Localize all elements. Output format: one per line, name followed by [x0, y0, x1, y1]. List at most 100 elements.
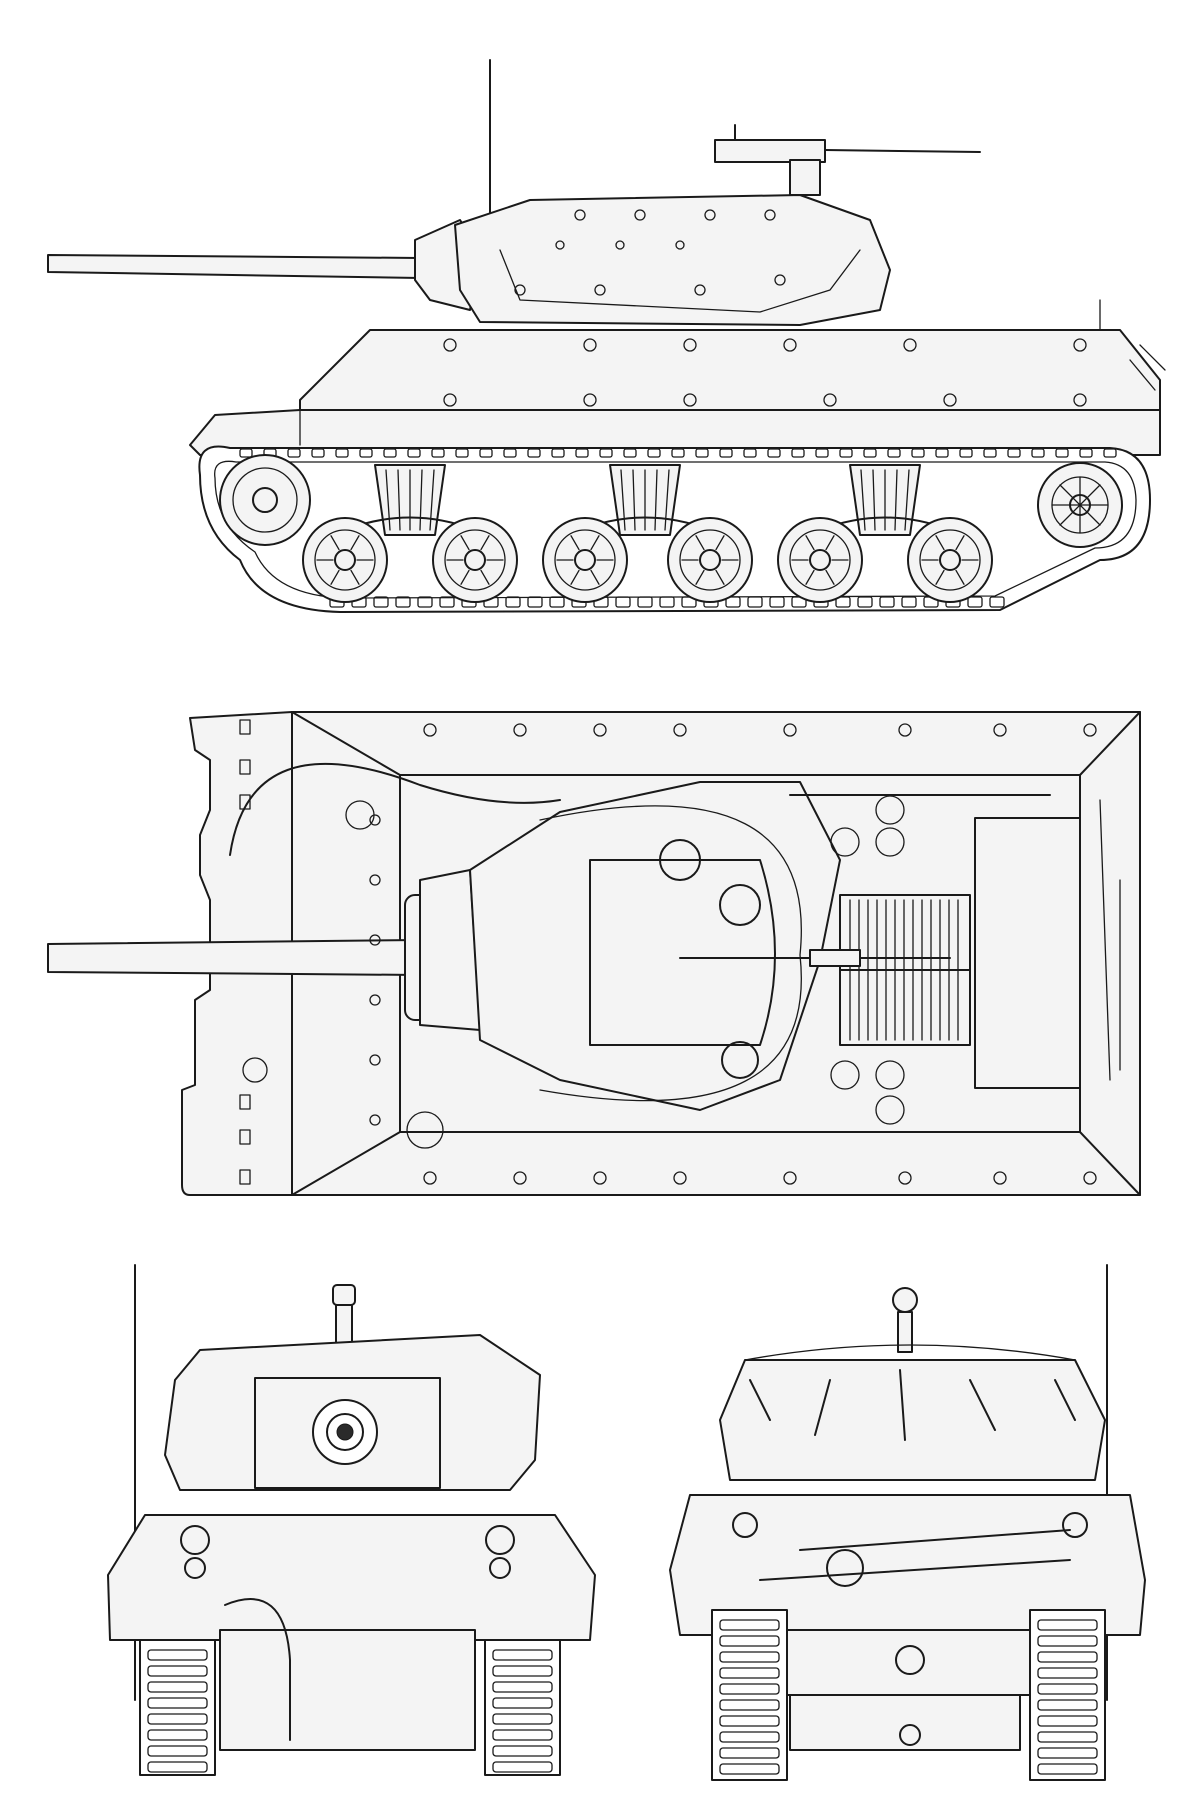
deck-bolt: [369, 814, 381, 826]
deck-bolt: [369, 1054, 381, 1066]
front-headlights: [180, 1525, 515, 1579]
front-cable: [224, 1598, 291, 1741]
track-link: [911, 448, 925, 458]
track-link: [983, 448, 997, 458]
track-link: [719, 1699, 780, 1711]
track-link: [1031, 448, 1045, 458]
deck-bolt: [993, 723, 1007, 737]
track-link: [637, 596, 653, 608]
track-link: [373, 596, 389, 608]
rear-tow-hook: [895, 1645, 925, 1675]
track-link: [615, 596, 631, 608]
track-link: [839, 448, 853, 458]
front-hull-glacis: [107, 1514, 596, 1641]
track-link: [287, 448, 301, 458]
track-link: [503, 448, 517, 458]
rear-deck-fittings: [345, 795, 905, 1149]
rear-track-left: [711, 1609, 788, 1781]
track-link: [439, 596, 455, 608]
road-wheel: [302, 517, 388, 603]
deck-bolt: [1083, 723, 1097, 737]
turret: [454, 194, 891, 326]
track-link: [863, 448, 877, 458]
track-link: [1037, 1731, 1098, 1743]
track-link: [1037, 1651, 1098, 1663]
track-link: [767, 448, 781, 458]
idler-wheel: [1037, 462, 1123, 548]
deck-bolt: [1083, 1171, 1097, 1185]
track-link: [695, 448, 709, 458]
track-link: [549, 596, 565, 608]
track-link: [1037, 1683, 1098, 1695]
deck-bolt: [369, 1114, 381, 1126]
turret-ring: [539, 805, 802, 1102]
track-link: [1079, 448, 1093, 458]
track-link: [725, 596, 741, 608]
track-link: [671, 448, 685, 458]
deck-bolt: [423, 1171, 437, 1185]
track-link: [647, 448, 661, 458]
hull-slope-edges: [291, 711, 1141, 1196]
track-link: [147, 1681, 208, 1693]
track-link: [815, 448, 829, 458]
track-link: [1037, 1715, 1098, 1727]
top-view: [47, 711, 1141, 1196]
machine-gun: [714, 124, 981, 196]
deck-bolt: [369, 874, 381, 886]
track-link: [747, 596, 763, 608]
gun-barrel: [47, 254, 421, 279]
gun-barrel-top: [47, 939, 421, 976]
track-link: [1037, 1619, 1098, 1631]
track-link: [417, 596, 433, 608]
track-link: [479, 448, 493, 458]
track-link: [492, 1697, 553, 1709]
track-link: [335, 448, 349, 458]
rear-track-links: [719, 1619, 1098, 1775]
turret-basket: [589, 859, 776, 1046]
track-link: [1007, 448, 1021, 458]
front-track-links: [147, 1649, 553, 1773]
rear-hull: [669, 1494, 1146, 1636]
rear-stowage: [1099, 799, 1121, 1081]
track-link: [492, 1729, 553, 1741]
road-wheels: [302, 517, 993, 603]
track-link: [901, 596, 917, 608]
road-wheel: [907, 517, 993, 603]
road-wheel: [667, 517, 753, 603]
deck-bolt: [593, 1171, 607, 1185]
track-link: [431, 448, 445, 458]
track-link: [719, 1731, 780, 1743]
deck-bolt: [369, 994, 381, 1006]
track-inner: [214, 460, 1137, 599]
track-link: [791, 448, 805, 458]
track-link: [1037, 1699, 1098, 1711]
rear-machine-gun: [892, 1287, 918, 1353]
track-link: [623, 448, 637, 458]
hull-bolts: [443, 338, 1087, 407]
rear-hull-tools: [759, 1529, 1071, 1587]
track-link: [147, 1665, 208, 1677]
turret-hatches: [659, 839, 761, 1079]
track-link: [959, 448, 973, 458]
front-lower-plate: [219, 1629, 476, 1751]
tow-cable-left: [229, 763, 561, 856]
track-link: [505, 596, 521, 608]
deck-bolt: [783, 1171, 797, 1185]
track-link: [147, 1649, 208, 1661]
deck-bolt: [673, 723, 687, 737]
rear-turret: [719, 1359, 1106, 1481]
track-link: [492, 1681, 553, 1693]
track-link: [1055, 448, 1069, 458]
track-link: [967, 596, 983, 608]
deck-bolt: [423, 723, 437, 737]
deck-bolt: [513, 1171, 527, 1185]
track-links: [239, 448, 1117, 608]
track-link: [989, 596, 1005, 608]
track-link: [492, 1649, 553, 1661]
track-link: [1037, 1747, 1098, 1759]
track-link: [719, 1715, 780, 1727]
turret-bolts: [514, 209, 786, 296]
road-wheel: [432, 517, 518, 603]
